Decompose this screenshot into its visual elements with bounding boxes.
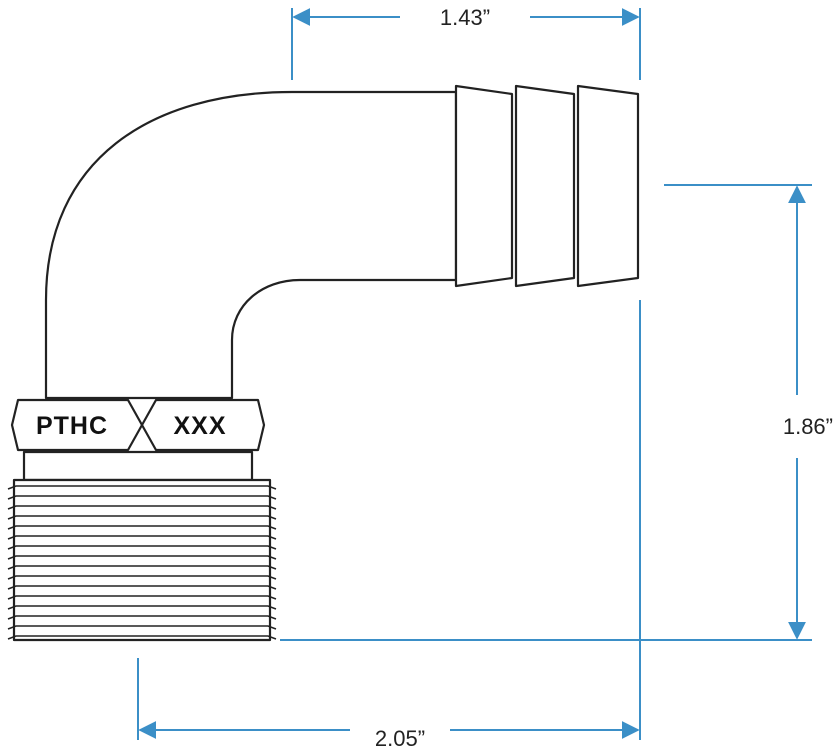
thread-line: [7, 515, 277, 520]
thread-line: [7, 595, 277, 600]
thread-line: [7, 525, 277, 530]
thread-neck: [22, 450, 254, 482]
barb-ring-2: [514, 84, 576, 288]
hex-right-face: [140, 398, 266, 452]
hose-barbs: [454, 84, 640, 288]
right-dimension-label: 1.86”: [783, 414, 833, 439]
hex-label-left: PTHC: [36, 412, 108, 440]
thread-line: [7, 565, 277, 570]
threaded-section: [7, 478, 277, 642]
thread-line: [7, 615, 277, 620]
barb-ring-3: [576, 84, 640, 288]
hex-left-face: [10, 398, 144, 452]
thread-line: [7, 575, 277, 580]
dimension-right: 1.86”: [280, 184, 833, 641]
thread-line: [7, 625, 277, 630]
dimension-bottom: 2.05”: [137, 300, 641, 751]
hex-label-right: XXX: [173, 412, 226, 440]
thread-line: [7, 585, 277, 590]
thread-line: [7, 635, 277, 640]
barb-ring-1: [454, 84, 514, 288]
hex-nut: PTHC XXX: [10, 398, 266, 452]
thread-line: [7, 545, 277, 550]
thread-line: [7, 495, 277, 500]
thread-line: [7, 555, 277, 560]
thread-line: [7, 605, 277, 610]
thread-line: [7, 505, 277, 510]
top-dimension-label: 1.43”: [440, 5, 490, 30]
thread-line: [7, 535, 277, 540]
elbow-body: [44, 90, 458, 400]
dimension-top: 1.43”: [291, 5, 641, 80]
bottom-dimension-label: 2.05”: [375, 726, 425, 751]
thread-lines: [7, 485, 277, 640]
thread-line: [7, 485, 277, 490]
